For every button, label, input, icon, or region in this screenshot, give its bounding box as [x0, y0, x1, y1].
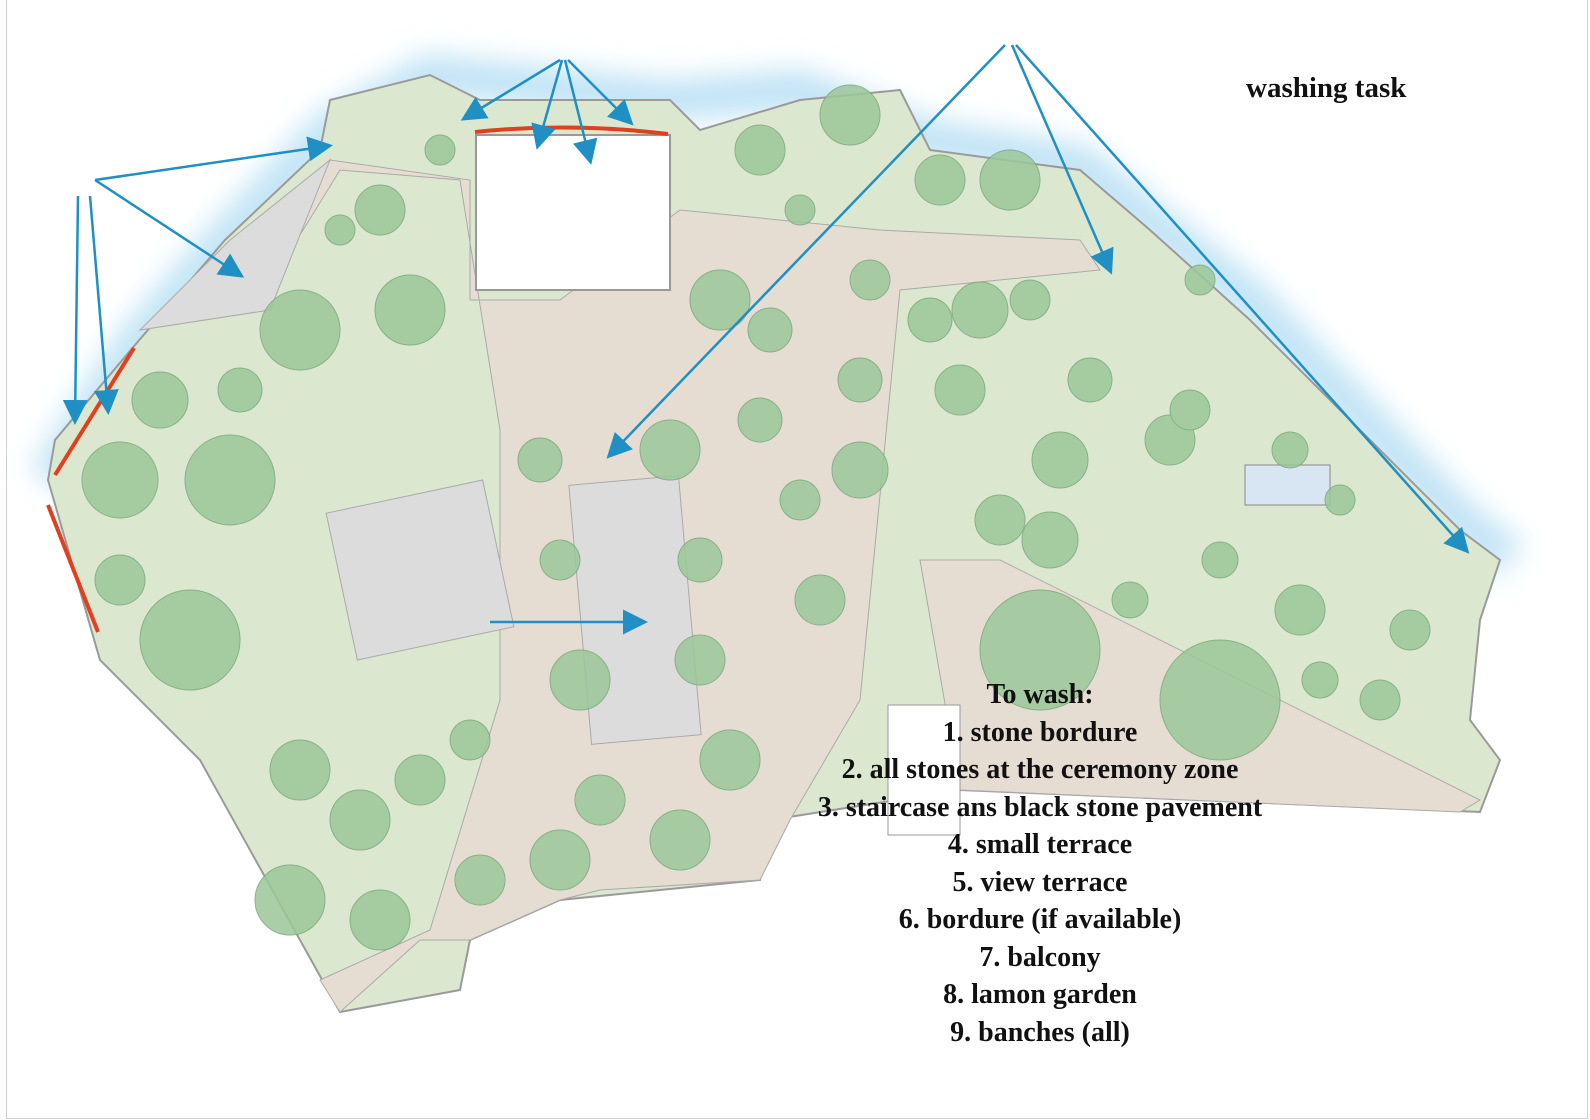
arrow [567, 59, 634, 126]
tree-canopy [674, 634, 726, 686]
tree-canopy [914, 154, 966, 206]
tree-canopy [1271, 431, 1309, 469]
tree-canopy [269, 739, 331, 801]
wash-list-item: 8. lamon garden [943, 979, 1137, 1010]
tree-canopy [1169, 389, 1211, 431]
tree-canopy [329, 789, 391, 851]
wash-list-item: 4. small terrace [947, 829, 1133, 860]
tree-canopy [259, 289, 341, 371]
tree-canopy [831, 441, 889, 499]
tree-canopy [699, 729, 761, 791]
tree-canopy [649, 809, 711, 871]
tree-canopy [974, 494, 1026, 546]
arrow [563, 59, 598, 165]
tree-canopy [734, 124, 786, 176]
tree-canopy [454, 854, 506, 906]
view-terrace [887, 704, 961, 836]
tree-canopy [1274, 584, 1326, 636]
tree-canopy [1159, 639, 1281, 761]
tree-canopy [1389, 609, 1431, 651]
tree-canopy [349, 889, 411, 951]
tree-canopy [1031, 431, 1089, 489]
tree-canopy [184, 434, 276, 526]
tree-canopy [517, 437, 563, 483]
arrow [88, 195, 119, 415]
tree-canopy [784, 194, 816, 226]
tree-canopy [1067, 357, 1113, 403]
highlight-bordure-left-lower [46, 504, 100, 633]
tree-canopy [819, 84, 881, 146]
tree-canopy [254, 864, 326, 936]
wash-list: To wash: 1. stone bordure 2. all stones … [780, 676, 1300, 1051]
tree-canopy [139, 589, 241, 691]
wash-list-item: 5. view terrace [952, 866, 1128, 898]
tree-canopy [1111, 581, 1149, 619]
tree-canopy [837, 357, 883, 403]
tree-canopy [737, 397, 783, 443]
wash-list-item: 7. balcony [979, 941, 1101, 973]
tree-canopy [529, 829, 591, 891]
tree-canopy [1301, 661, 1339, 699]
tree-canopy [639, 419, 701, 481]
arrow [1015, 44, 1470, 554]
wash-list-heading: To wash: [986, 679, 1094, 710]
tree-canopy [539, 539, 581, 581]
arrow [460, 58, 561, 121]
trees [81, 84, 1431, 951]
tree-canopy [1009, 279, 1051, 321]
tree-canopy [354, 184, 406, 236]
tree-canopy [574, 774, 626, 826]
ceremony-zone [325, 479, 515, 661]
tree-canopy [449, 719, 491, 761]
tree-canopy [394, 754, 446, 806]
arrow [94, 178, 245, 278]
tree-canopy [217, 367, 263, 413]
tree-canopy [1324, 484, 1356, 516]
tree-canopy [131, 371, 189, 429]
wash-list-item: 9. banches (all) [950, 1016, 1130, 1048]
tree-canopy [934, 364, 986, 416]
wash-list-item: 6. bordure (if available) [898, 904, 1182, 935]
tree-canopy [1184, 264, 1216, 296]
tree-canopy [549, 649, 611, 711]
highlight-bordure-top [474, 125, 669, 136]
tree-canopy [779, 479, 821, 521]
tree-canopy [1359, 679, 1401, 721]
wash-list-item: 1. stone bordure [942, 716, 1138, 748]
tree-canopy [374, 274, 446, 346]
arrow [62, 195, 88, 425]
wash-list-item: 3. staircase ans black stone pavement [817, 791, 1263, 823]
pool [1244, 464, 1331, 506]
tree-canopy [677, 537, 723, 583]
tree-canopy [1201, 541, 1239, 579]
arrows [62, 44, 1470, 635]
arrow [531, 59, 564, 150]
tree-canopy [81, 441, 159, 519]
tree-canopy [849, 259, 891, 301]
arrow [606, 44, 1006, 459]
wash-list-item: 2. all stones at the ceremony zone [841, 754, 1239, 785]
arrow [94, 136, 333, 182]
tree-canopy [1021, 511, 1079, 569]
arrow [1010, 44, 1114, 275]
tree-canopy [951, 281, 1009, 339]
tree-canopy [324, 214, 356, 246]
tree-canopy [979, 149, 1041, 211]
tree-canopy [747, 307, 793, 353]
tree-canopy [689, 269, 751, 331]
building [475, 134, 671, 291]
tree-canopy [907, 297, 953, 343]
tree-canopy [979, 589, 1101, 711]
page-title: washing task [1246, 72, 1407, 104]
tree-canopy [424, 134, 456, 166]
tree-canopy [794, 574, 846, 626]
tree-canopy [94, 554, 146, 606]
